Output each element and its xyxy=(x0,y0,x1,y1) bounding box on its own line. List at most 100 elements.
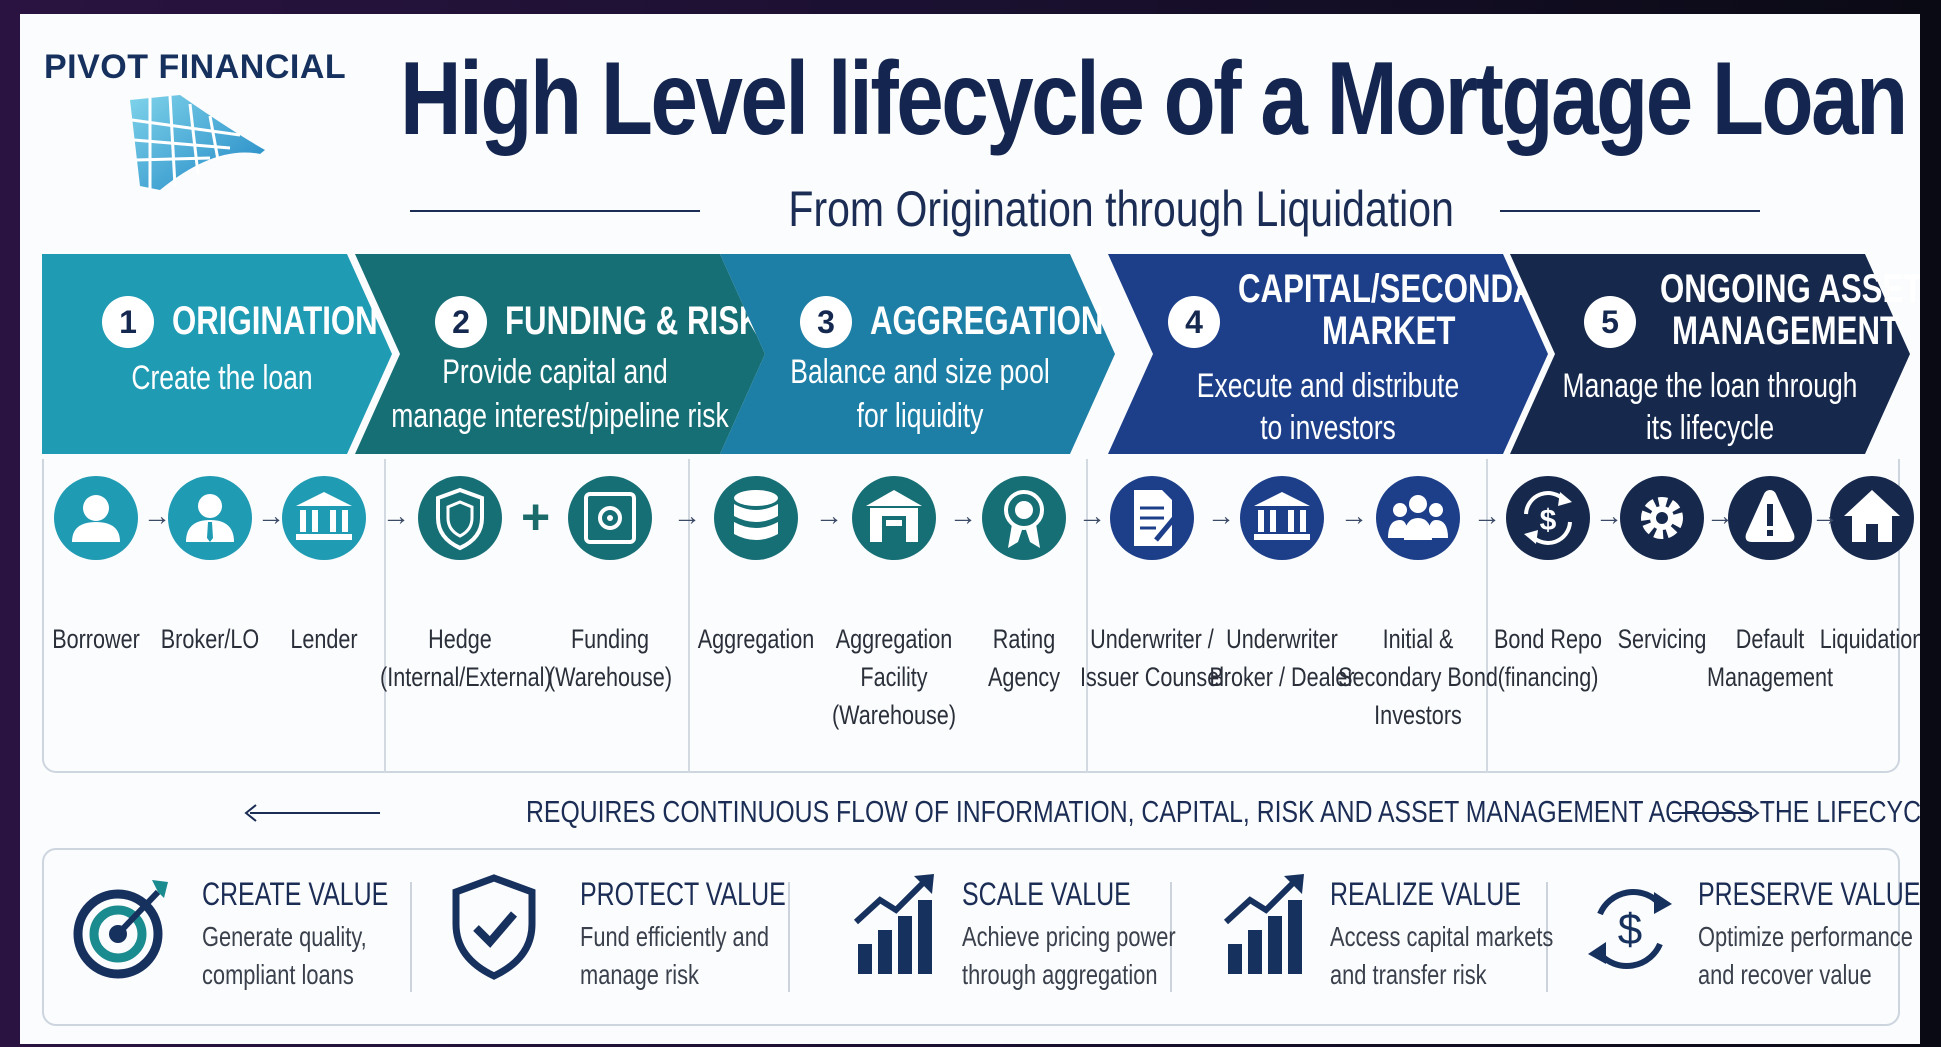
arrow-right-icon: → xyxy=(949,500,977,531)
shield-check-icon xyxy=(452,874,536,980)
brand-name: PIVOT FINANCIAL xyxy=(44,48,347,86)
broker-icon xyxy=(168,476,252,560)
value-title: CREATE VALUE xyxy=(202,876,389,912)
stage-description-line1: Balance and size pool xyxy=(790,353,1050,391)
brand-logo-icon xyxy=(130,95,265,190)
arrow-right-icon: → xyxy=(143,500,171,531)
stage-title-line2: MANAGEMENT xyxy=(1672,309,1900,353)
stage-aggregation: 3 AGGREGATION Balance and size pool for … xyxy=(720,254,1115,454)
value-divider xyxy=(1546,882,1548,992)
arrow-right-icon: → xyxy=(815,500,843,531)
value-divider xyxy=(788,882,790,992)
bank-icon xyxy=(282,476,366,560)
participant-label: Underwriter / Issuer Counsel xyxy=(1079,624,1225,692)
flow-arrow-left xyxy=(244,804,380,822)
page-subtitle: From Origination through Liquidation xyxy=(788,181,1454,237)
stage-divider xyxy=(688,459,690,773)
participant-label: Liquidation xyxy=(1819,624,1920,654)
document-icon xyxy=(1110,476,1194,560)
stage-description-line2: to investors xyxy=(1260,409,1396,447)
flow-arrow-right xyxy=(1672,804,1760,822)
value-line1: Generate quality, xyxy=(202,921,367,952)
arrow-right-icon: → xyxy=(257,500,285,531)
dollar-cycle-icon: $ xyxy=(1506,476,1590,560)
arrow-right-icon: → xyxy=(382,500,410,531)
arrow-right-icon: → xyxy=(1706,500,1734,531)
group-icon xyxy=(1376,476,1460,560)
ribbon-icon xyxy=(982,476,1066,560)
subtitle-line-left xyxy=(410,210,700,212)
stage-number: 5 xyxy=(1584,296,1636,348)
stage-number: 1 xyxy=(102,296,154,348)
value-title: SCALE VALUE xyxy=(962,876,1131,912)
house-icon xyxy=(1830,476,1914,560)
value-line1: Achieve pricing power xyxy=(962,921,1176,952)
page-title: High Level lifecycle of a Mortgage Loan xyxy=(400,41,1908,157)
arrow-right-icon: → xyxy=(1340,500,1368,531)
stage-title: ORIGINATION xyxy=(172,299,378,343)
values-box xyxy=(42,848,1900,1026)
value-title: REALIZE VALUE xyxy=(1330,876,1521,912)
value-divider xyxy=(410,882,412,992)
infographic-canvas: PIVOT FINANCIAL High Level lifecycle of … xyxy=(20,14,1920,1044)
stage-divider xyxy=(1086,459,1088,773)
growth-chart-icon xyxy=(1223,874,1304,974)
value-line1: Optimize performance xyxy=(1698,921,1913,952)
warning-icon xyxy=(1728,476,1812,560)
participant-label: Bond Repo (financing) xyxy=(1493,624,1603,692)
stage-description-line1: Execute and distribute xyxy=(1196,367,1460,405)
participant-label: Default Management xyxy=(1706,624,1834,692)
participant-label: Lender xyxy=(290,624,358,654)
participant-label: Aggregation xyxy=(697,624,815,654)
stage-description-line1: Provide capital and xyxy=(442,353,668,391)
participant-label: Borrower xyxy=(52,624,140,654)
target-icon xyxy=(73,880,168,979)
bank-icon xyxy=(1240,476,1324,560)
stage-description-line2: manage interest/pipeline risk xyxy=(391,397,729,435)
stage-title: AGGREGATION xyxy=(870,299,1104,343)
stage-origination: 1 ORIGINATION Create the loan xyxy=(42,254,392,454)
dollar-cycle-icon: $ xyxy=(1588,889,1672,969)
value-line1: Access capital markets xyxy=(1330,921,1554,952)
value-line2: and recover value xyxy=(1698,959,1872,990)
value-divider xyxy=(1170,882,1172,992)
svg-text:$: $ xyxy=(1540,504,1557,537)
participant-label: Servicing xyxy=(1617,624,1707,654)
stage-title: FUNDING & RISK xyxy=(505,299,762,343)
person-icon xyxy=(54,476,138,560)
stage-divider xyxy=(1486,459,1488,773)
value-title: PRESERVE VALUE xyxy=(1698,876,1920,912)
subtitle-row: From Origination through Liquidation xyxy=(410,180,1760,240)
stage-description: Create the loan xyxy=(131,359,313,397)
safe-icon xyxy=(568,476,652,560)
gear-icon xyxy=(1620,476,1704,560)
brand: PIVOT FINANCIAL xyxy=(44,48,346,87)
arrow-right-icon: → xyxy=(1207,500,1235,531)
stage-number: 3 xyxy=(800,296,852,348)
svg-text:$: $ xyxy=(1618,905,1642,954)
arrow-right-icon: → xyxy=(1595,500,1623,531)
stage-number: 4 xyxy=(1168,296,1220,348)
arrow-right-icon: → xyxy=(1473,500,1501,531)
flow-text: REQUIRES CONTINUOUS FLOW OF INFORMATION,… xyxy=(526,794,1920,829)
participant-label: Aggregation Facility (Warehouse) xyxy=(831,624,957,730)
stage-title-line2: MARKET xyxy=(1322,309,1456,353)
arrow-right-icon: → xyxy=(1078,500,1106,531)
database-icon xyxy=(714,476,798,560)
stage-title-line1: ONGOING ASSET xyxy=(1660,267,1920,311)
flow-row: REQUIRES CONTINUOUS FLOW OF INFORMATION,… xyxy=(244,794,1920,834)
stage-description-line1: Manage the loan through xyxy=(1562,367,1858,405)
value-title: PROTECT VALUE xyxy=(580,876,786,912)
arrow-right-icon: → xyxy=(673,500,701,531)
stage-description-line2: its lifecycle xyxy=(1645,409,1775,447)
stage-asset-management: 5 ONGOING ASSET MANAGEMENT Manage the lo… xyxy=(1510,254,1920,454)
warehouse-icon xyxy=(852,476,936,560)
value-line2: manage risk xyxy=(580,959,699,990)
value-line2: through aggregation xyxy=(962,959,1158,990)
arrow-right-icon: → xyxy=(1811,500,1839,531)
stage-number: 2 xyxy=(435,296,487,348)
stage-funding-risk: 2 FUNDING & RISK Provide capital and man… xyxy=(355,254,765,454)
subtitle-line-right xyxy=(1500,210,1760,212)
shield-icon xyxy=(418,476,502,560)
value-line2: compliant loans xyxy=(202,959,354,990)
